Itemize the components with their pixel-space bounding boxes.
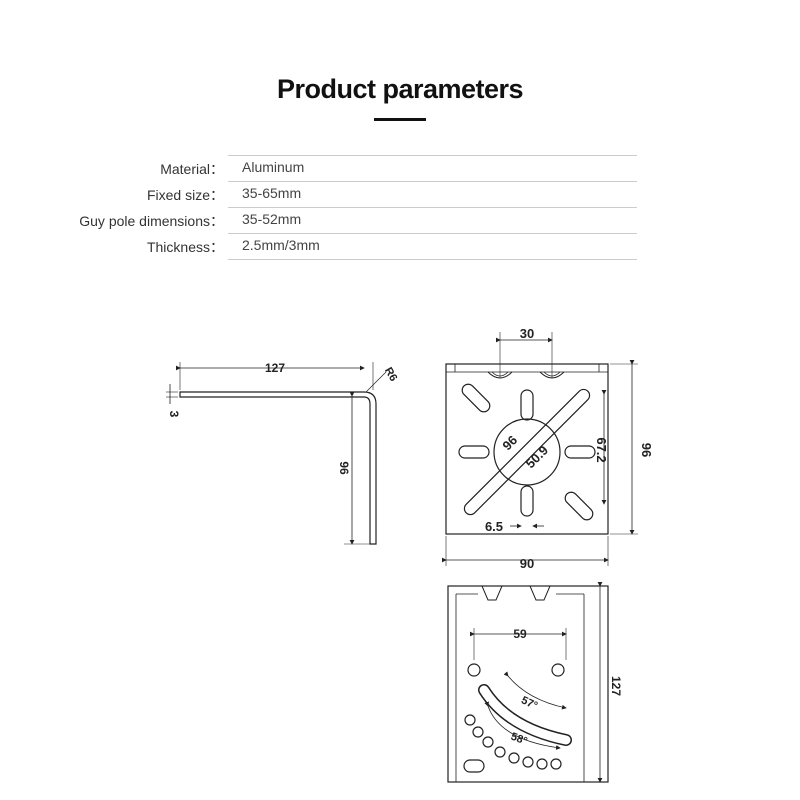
bottom-hole-spacing-label: 59 — [513, 627, 527, 641]
bottom-view — [447, 582, 609, 783]
param-value: 2.5mm/3mm — [242, 237, 320, 253]
param-label: Guy pole dimensions： — [79, 213, 224, 229]
bottom-angle-lower-label: 58° — [509, 731, 529, 748]
param-value: Aluminum — [242, 159, 305, 175]
param-value: 35-65mm — [242, 185, 302, 201]
row-divider — [228, 233, 637, 234]
row-divider — [228, 259, 637, 260]
param-label: Material： — [160, 161, 224, 177]
page-title: Product parameters — [276, 74, 524, 104]
row-divider — [228, 181, 637, 182]
side-view — [166, 362, 387, 545]
row-divider — [228, 207, 637, 208]
side-height-label: 96 — [337, 461, 351, 475]
param-value: 35-52mm — [242, 211, 302, 227]
row-divider — [228, 155, 637, 156]
front-view — [442, 332, 638, 566]
front-width-label: 90 — [520, 556, 534, 571]
param-row-fixed-size: Fixed size： 35-65mm — [0, 181, 800, 207]
front-slot-spacing-label: 30 — [520, 326, 534, 341]
front-offset-label: 6.5 — [485, 519, 503, 534]
param-row-guy-pole: Guy pole dimensions： 35-52mm — [0, 207, 800, 233]
title-underline — [374, 118, 426, 121]
side-radius-label: R6 — [382, 365, 399, 383]
param-label: Thickness： — [146, 239, 224, 255]
front-height-label: 96 — [639, 443, 654, 457]
param-row-material: Material： Aluminum — [0, 155, 800, 181]
param-row-thickness: Thickness： 2.5mm/3mm — [0, 233, 800, 259]
side-length-label: 127 — [265, 361, 285, 375]
param-row-end — [0, 259, 800, 285]
bottom-height-label: 127 — [609, 676, 623, 696]
side-thickness-label: 3 — [167, 411, 181, 418]
front-vertical-label: 67.2 — [594, 437, 609, 462]
param-label: Fixed size： — [146, 187, 224, 203]
